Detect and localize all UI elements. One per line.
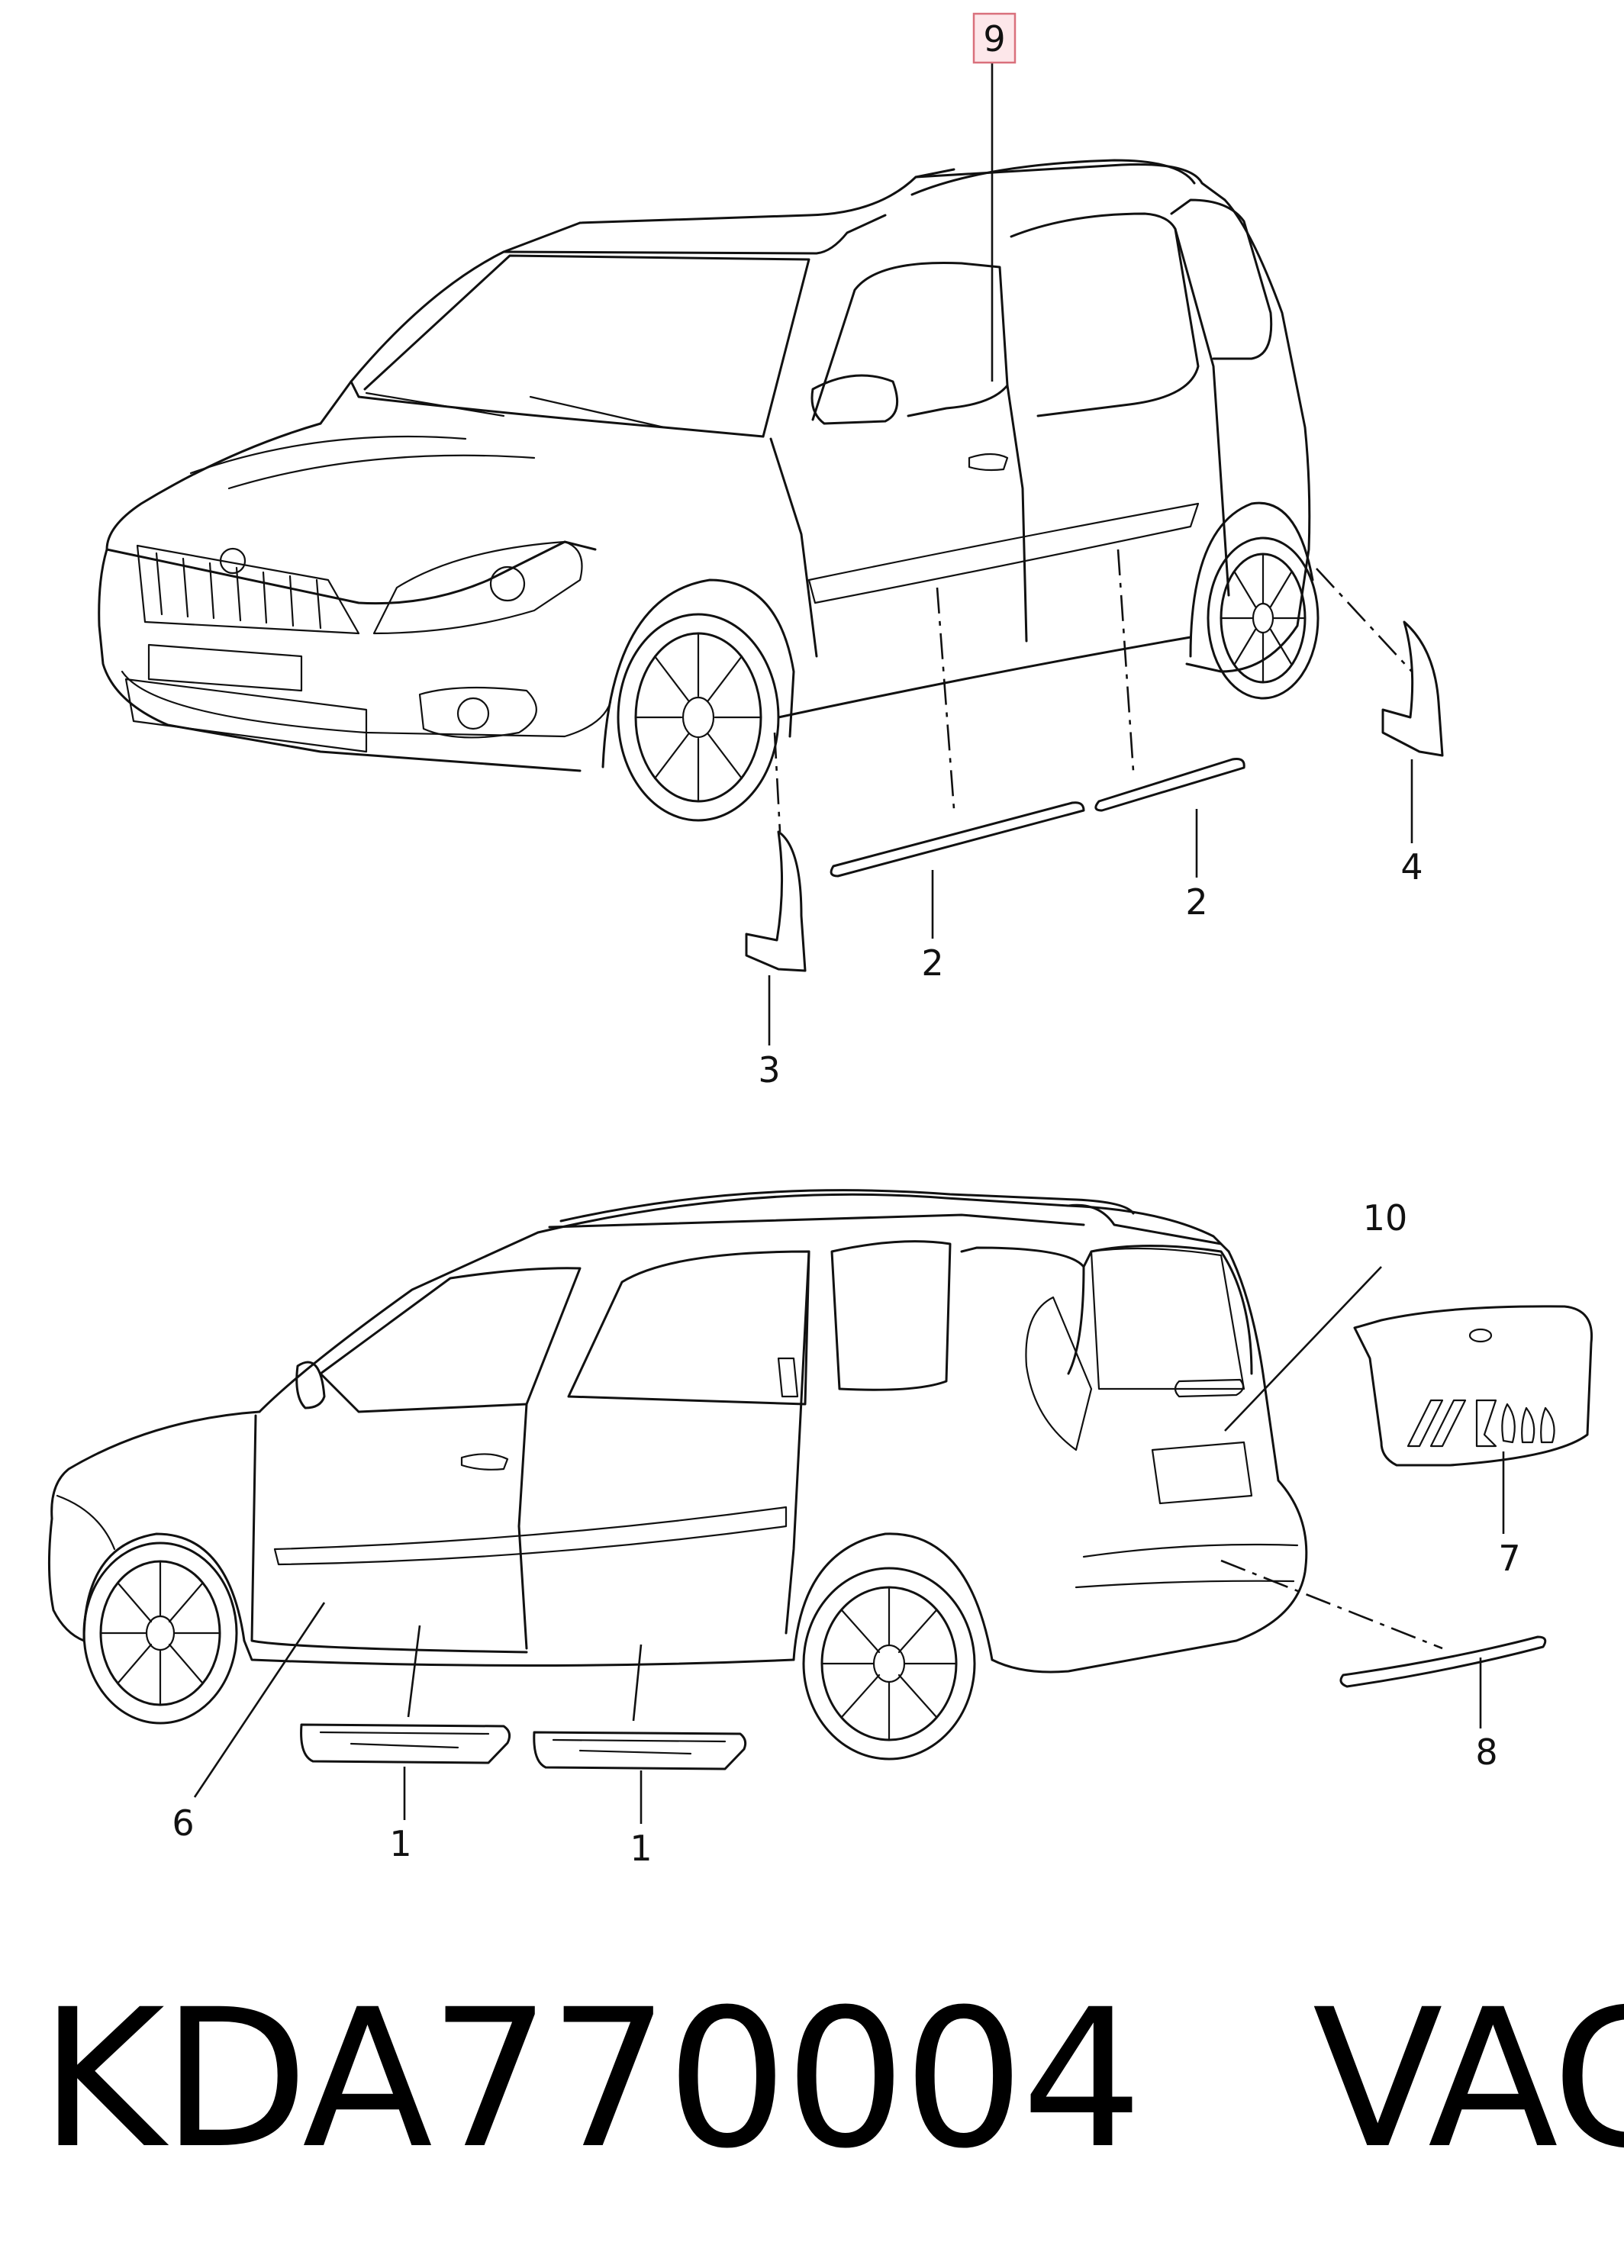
callout-2-rear[interactable]: 2: [1185, 881, 1207, 923]
vehicle-rear-view: [47, 1189, 1308, 1761]
callout-6[interactable]: 6: [172, 1802, 194, 1844]
part-1-sill-plate-front: [300, 1723, 511, 1764]
part-1-sill-plate-rear: [533, 1731, 747, 1770]
callout-1-front[interactable]: 1: [389, 1823, 411, 1864]
callout-7[interactable]: 7: [1498, 1538, 1520, 1579]
part-2-moulding-rear: [1094, 758, 1245, 812]
part-4-mudflap: [1381, 620, 1444, 757]
callout-10[interactable]: 10: [1363, 1197, 1408, 1239]
part-7-rear-decal: [1353, 1305, 1593, 1467]
callout-9-highlight: [972, 12, 1017, 64]
callout-1-rear[interactable]: 1: [630, 1828, 652, 1869]
callout-3[interactable]: 3: [758, 1049, 780, 1091]
callout-4[interactable]: 4: [1400, 846, 1423, 888]
part-number-footer: KDA770004 VAG: [40, 1984, 1624, 2175]
part-3-mudflap: [745, 830, 807, 972]
callout-2-front[interactable]: 2: [921, 942, 943, 984]
part-8-rear-strip: [1339, 1635, 1547, 1688]
callout-9[interactable]: 9: [983, 18, 1005, 60]
callout-8[interactable]: 8: [1475, 1732, 1497, 1773]
part-2-moulding-front: [830, 801, 1085, 878]
vehicle-front-view: [98, 159, 1320, 822]
part-number: KDA770004: [40, 1968, 1142, 2190]
footer-separator: [1139, 1968, 1312, 2190]
brand-name: VAG: [1312, 1968, 1624, 2190]
